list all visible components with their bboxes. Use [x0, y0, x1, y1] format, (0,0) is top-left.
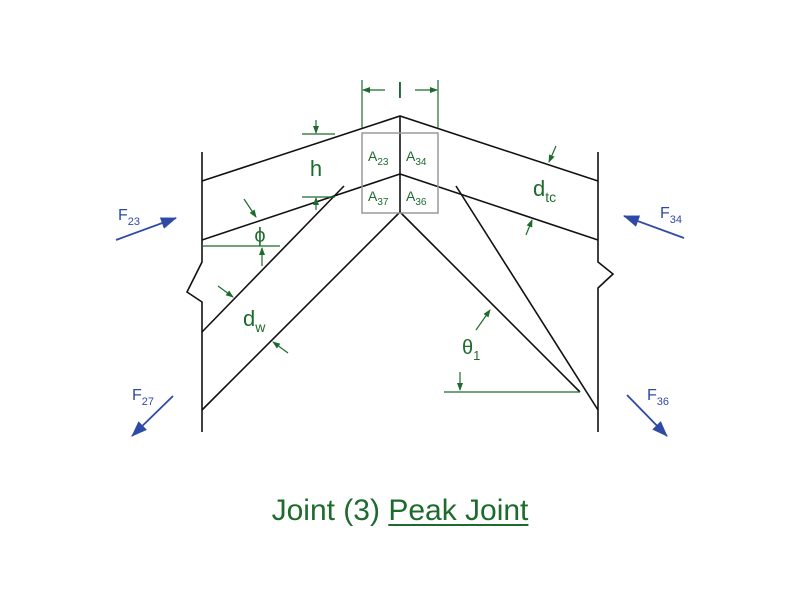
right-web-inner-edge	[399, 211, 581, 393]
area-a36-label: A36	[406, 188, 427, 208]
force-f23-arrow	[115, 217, 177, 241]
force-f34-label: F34	[660, 205, 682, 226]
right-web-outer-edge	[455, 185, 599, 411]
force-f34-arrow	[623, 215, 685, 239]
dw-dimension	[217, 285, 289, 354]
force-f23-label: F23	[118, 207, 140, 228]
area-a37-label: A37	[368, 188, 389, 208]
l-label: l	[398, 78, 403, 103]
dtc-label: dtc	[533, 176, 556, 205]
force-arrows	[115, 215, 685, 437]
force-f27-arrow	[131, 395, 174, 437]
left-web-inner-edge	[201, 211, 401, 411]
phi-dimension	[202, 198, 280, 266]
left-web-outer-edge	[201, 185, 345, 333]
dw-label: dw	[243, 306, 266, 335]
diagram-title: Joint (3) Peak Joint	[0, 494, 800, 528]
title-emphasis: Peak Joint	[388, 494, 529, 527]
force-f36-label: F36	[647, 387, 669, 408]
area-a34-label: A34	[406, 148, 427, 168]
theta-label: θ1	[462, 337, 480, 363]
phi-label: ϕ	[254, 225, 265, 247]
title-prefix: Joint (3)	[271, 494, 380, 527]
left-break-line	[185, 152, 203, 432]
h-label: h	[310, 156, 322, 181]
dtc-dimension	[525, 145, 557, 236]
right-break-line	[597, 152, 615, 432]
force-f27-label: F27	[132, 387, 154, 408]
force-f36-arrow	[626, 394, 668, 437]
joint-area-box	[361, 132, 439, 214]
h-dimension	[302, 120, 335, 210]
truss-members	[185, 115, 615, 432]
theta-dimension	[444, 309, 580, 393]
area-a23-label: A23	[368, 148, 389, 168]
l-dimension	[361, 80, 439, 128]
